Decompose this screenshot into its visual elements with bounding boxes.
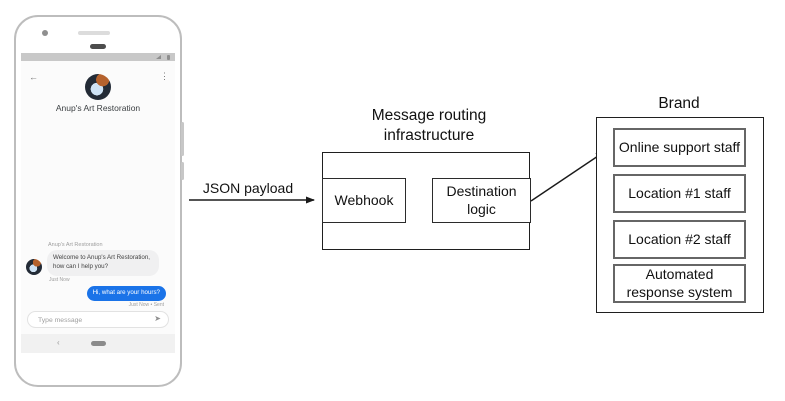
- sender-label: Anup's Art Restoration: [48, 242, 103, 248]
- status-bar: [21, 53, 175, 61]
- routing-title: Message routing infrastructure: [371, 107, 487, 145]
- nav-home-button[interactable]: [91, 341, 106, 346]
- conversation-title: Anup's Art Restoration: [55, 103, 141, 113]
- json-payload-label: JSON payload: [202, 180, 294, 196]
- phone-frame: ← ⋮ Anup's Art Restoration Anup's Art Re…: [14, 15, 184, 387]
- destination-logic-box: Destination logic: [432, 178, 531, 223]
- nav-back-icon[interactable]: ‹: [57, 338, 60, 347]
- destination-to-brand-arrow: [530, 151, 605, 202]
- send-icon[interactable]: ➤: [154, 314, 161, 323]
- brand-box-automated-response: Automated response system: [613, 264, 746, 303]
- phone-screen: ← ⋮ Anup's Art Restoration Anup's Art Re…: [21, 53, 175, 353]
- outgoing-message-bubble: Hi, what are your hours?: [86, 286, 166, 301]
- brand-title: Brand: [658, 95, 700, 112]
- earpiece: [90, 44, 106, 49]
- incoming-timestamp: Just Now: [49, 277, 70, 283]
- overflow-menu-icon[interactable]: ⋮: [160, 71, 169, 81]
- composer: ➤: [27, 311, 169, 328]
- front-camera-icon: [42, 30, 48, 36]
- brand-box-location-1: Location #1 staff: [613, 174, 746, 213]
- signal-icon: [156, 55, 161, 59]
- back-button[interactable]: ←: [29, 72, 38, 82]
- outgoing-status: Just Now • Sent: [128, 302, 164, 308]
- power-button: [181, 162, 184, 180]
- brand-box-location-2: Location #2 staff: [613, 220, 746, 259]
- volume-button: [181, 122, 184, 156]
- webhook-box: Webhook: [322, 178, 406, 223]
- battery-icon: [167, 55, 170, 60]
- nav-bar: ‹: [21, 334, 175, 353]
- speaker-grill: [78, 31, 110, 35]
- incoming-message-bubble: Welcome to Anup's Art Restoration, how c…: [47, 250, 159, 276]
- brand-box-online-support: Online support staff: [613, 128, 746, 167]
- conversation-avatar: [85, 74, 111, 100]
- message-input[interactable]: [36, 313, 145, 328]
- incoming-avatar: [26, 259, 42, 275]
